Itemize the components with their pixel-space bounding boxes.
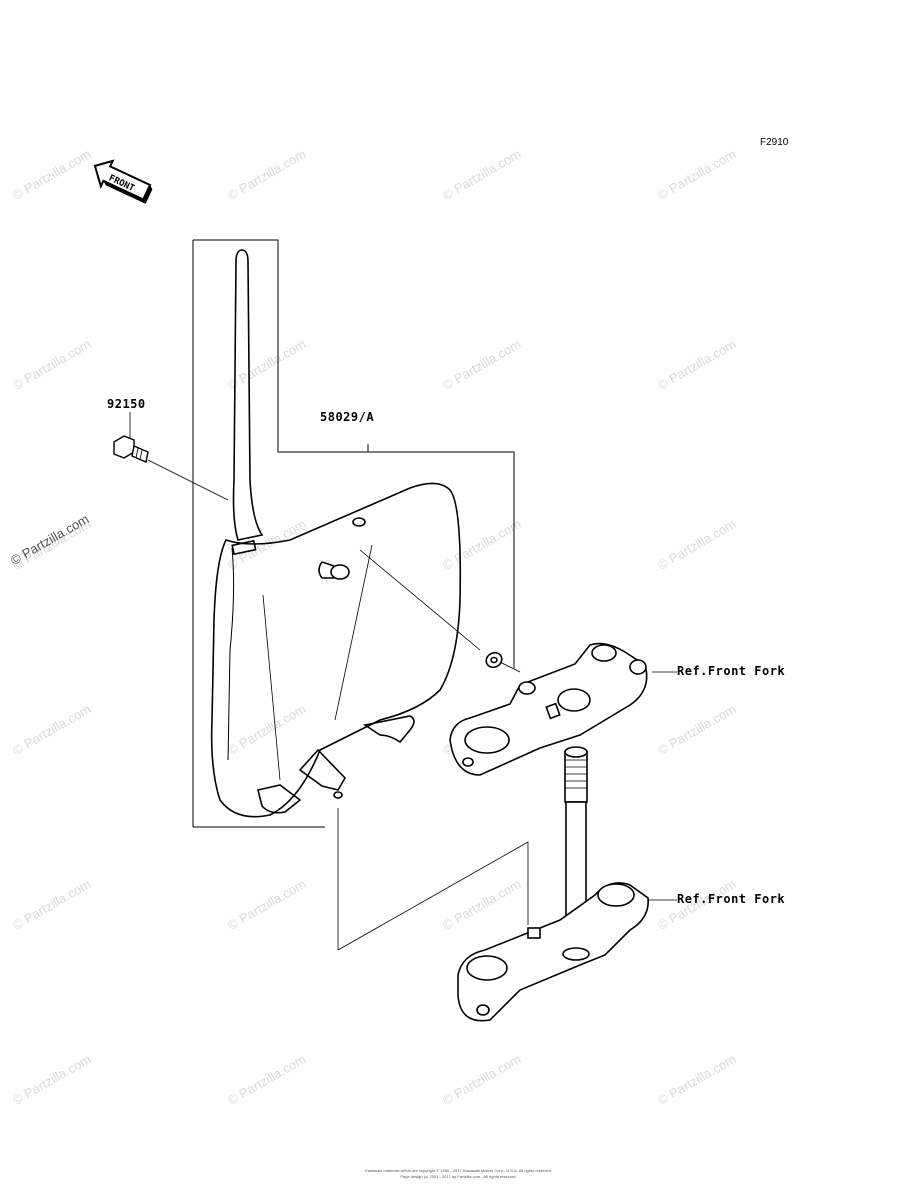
reference-lower-front-fork[interactable]: Ref.Front Fork (677, 892, 786, 906)
reference-upper-front-fork[interactable]: Ref.Front Fork (677, 664, 786, 678)
number-plate (210, 249, 462, 818)
front-arrow-icon: FRONT (93, 159, 153, 204)
washer (485, 651, 503, 669)
upper-triple-clamp (449, 642, 648, 776)
group-bracket (193, 239, 515, 668)
figure-code: F2910 (760, 137, 789, 148)
part-number-bolt[interactable]: 92150 (107, 397, 146, 411)
leader-lines (129, 412, 677, 951)
copyright-line-1: Kawasaki materials within are copyright … (365, 1168, 552, 1173)
bolt-92150 (113, 435, 149, 463)
copyright-notice: Kawasaki materials within are copyright … (0, 1168, 917, 1180)
copyright-line-2: Page design (c) 2001 - 2017 by Partzilla… (400, 1174, 517, 1179)
part-number-number-plate[interactable]: 58029/A (320, 410, 375, 424)
lower-triple-clamp (457, 882, 649, 1022)
